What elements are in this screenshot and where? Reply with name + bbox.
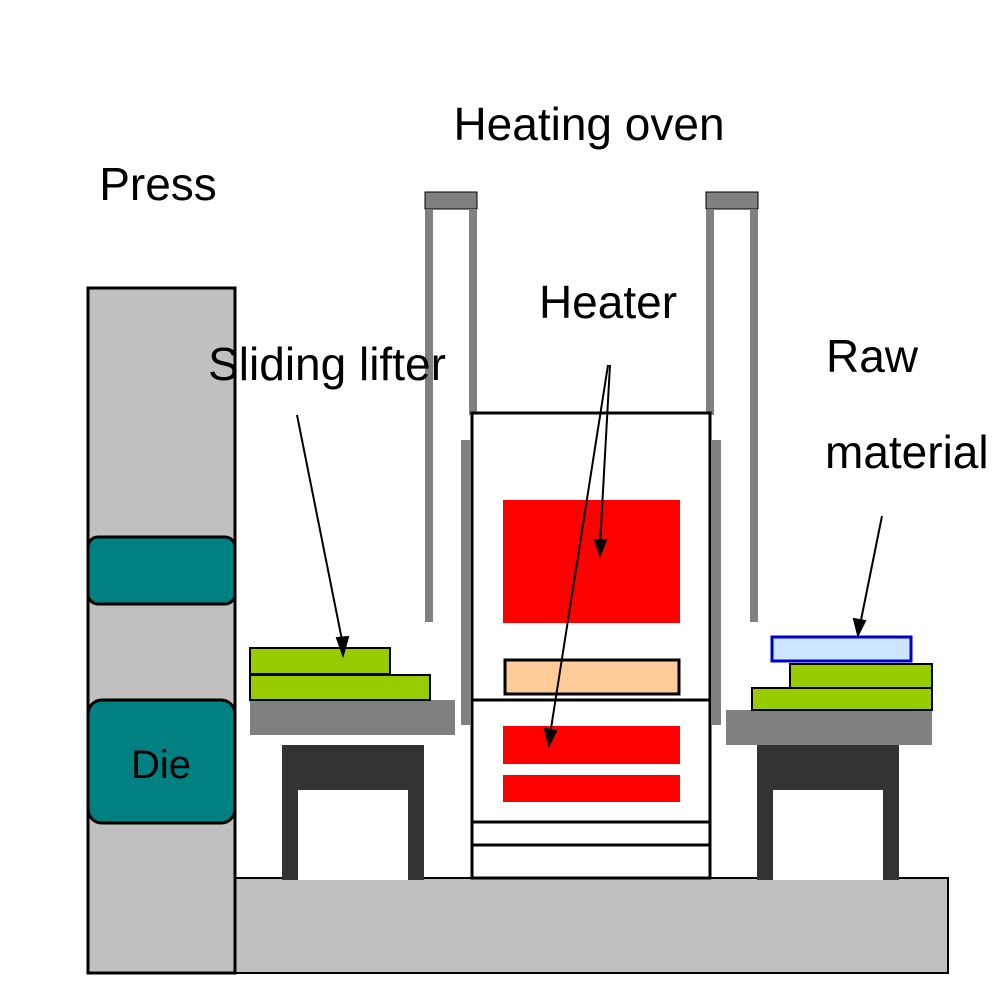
- raw-sheet-middle: [789, 663, 933, 689]
- lower-heater-top: [503, 726, 680, 764]
- oven-right-wall: [705, 191, 759, 210]
- left-table-leg-gap: [298, 790, 408, 880]
- left-table-top: [250, 700, 455, 735]
- oven-chamber: [470, 411, 712, 880]
- press-body: [86, 286, 237, 975]
- lower-heater-bottom: [503, 775, 680, 802]
- raw-material-label-line1: Raw: [826, 330, 919, 382]
- oven-side-right: [712, 440, 721, 725]
- sliding-lifter-label: Sliding lifter: [208, 338, 446, 390]
- oven-side-left: [461, 440, 470, 725]
- raw-sheet-lower: [751, 687, 933, 711]
- heater-leader-lower: [549, 364, 609, 736]
- raw-material-sheet: [770, 635, 913, 663]
- press: Die: [86, 286, 237, 975]
- oven-left-wall: [424, 191, 478, 210]
- die-label: Die: [131, 743, 191, 787]
- heater-arrowhead-lower: [543, 727, 558, 748]
- sliding-lifter-table: [249, 647, 455, 880]
- right-table-leg-gap: [773, 790, 883, 880]
- sliding-lifter-leader: [296, 414, 344, 646]
- lifter-sheet-lower: [249, 674, 431, 701]
- heater-arrowhead-upper: [593, 539, 608, 558]
- heater-leader-upper: [599, 364, 611, 546]
- heating-oven: [424, 191, 759, 880]
- sliding-lifter-arrowhead: [335, 635, 350, 659]
- right-table-top: [726, 710, 932, 745]
- oven-right-wall-post: [750, 209, 758, 622]
- heater-label: Heater: [539, 276, 677, 328]
- lower-die: [86, 698, 237, 825]
- oven-left-inner-post: [469, 209, 477, 415]
- raw-material-table: [726, 635, 933, 880]
- raw-material-arrowhead: [852, 617, 867, 638]
- press-label: Press: [99, 158, 217, 210]
- raw-material-leader: [859, 515, 883, 626]
- upper-die: [86, 535, 237, 606]
- lifter-sheet-upper: [249, 647, 391, 675]
- machine-base: [234, 877, 949, 974]
- workpiece: [503, 658, 681, 696]
- leader-arrows: [296, 364, 883, 748]
- oven-right-inner-post: [706, 209, 714, 415]
- oven-left-wall-post: [425, 209, 433, 622]
- upper-heater: [503, 500, 680, 623]
- raw-material-label-line2: material: [825, 426, 989, 478]
- heating-oven-label: Heating oven: [453, 98, 724, 150]
